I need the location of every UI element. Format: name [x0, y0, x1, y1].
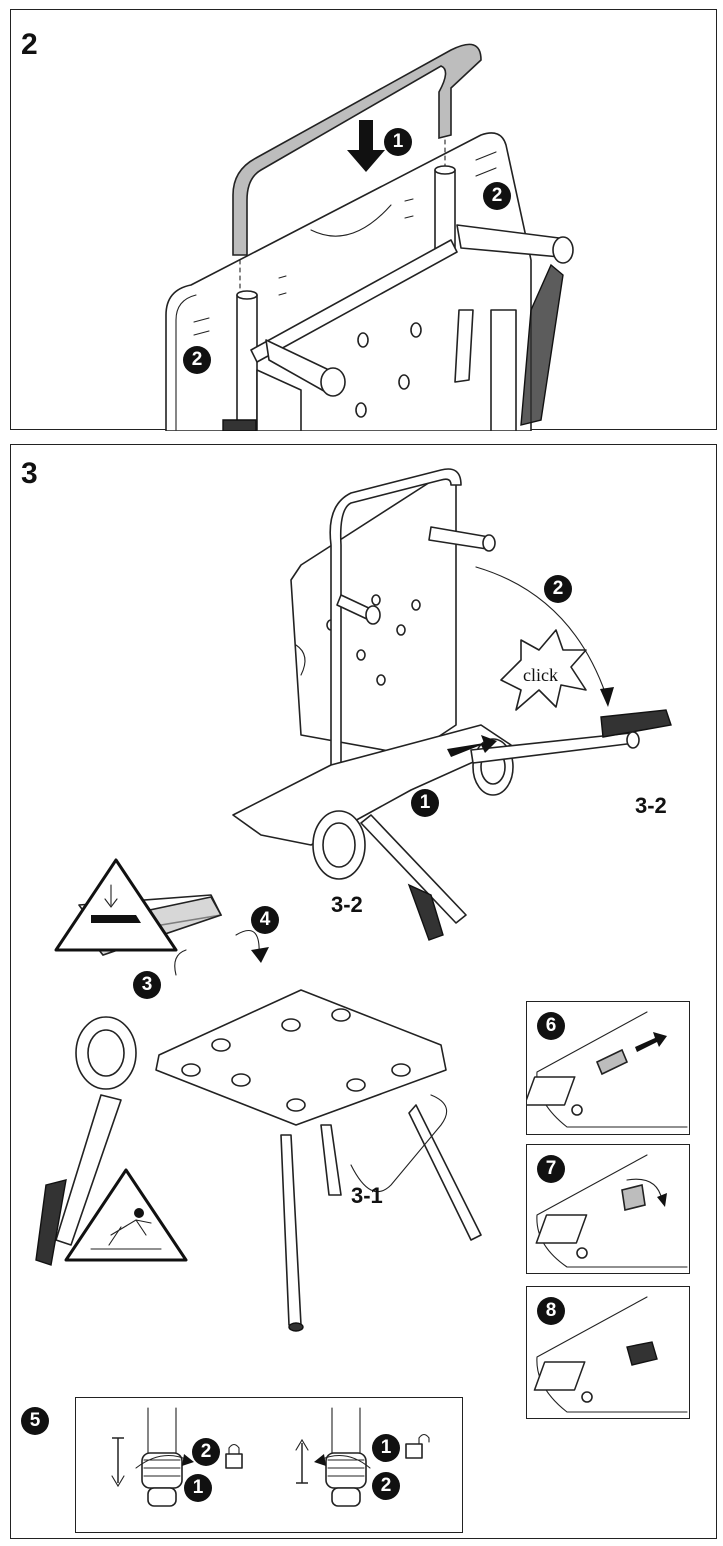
detail-box-6: 6 — [526, 1001, 690, 1135]
detail-box-8: 8 — [526, 1286, 690, 1419]
step-2-callout-2-right: 2 — [483, 182, 511, 210]
step-3-panel: 3 — [10, 444, 717, 1539]
lock-icon — [225, 1443, 243, 1469]
detail-8-illustration — [533, 1296, 688, 1413]
step-5-right-callout-1: 1 — [372, 1434, 400, 1462]
step-3-callout-3: 3 — [133, 971, 161, 999]
unlock-icon — [405, 1433, 430, 1459]
step-3-callout-2: 2 — [544, 575, 572, 603]
step-5-illustration — [111, 1407, 430, 1507]
step-2-callout-1: 1 — [384, 128, 412, 156]
step-5-number: 5 — [21, 1407, 49, 1435]
step-2-illustration — [165, 43, 574, 431]
step-3-callout-1: 1 — [411, 789, 439, 817]
trip-hazard-warning-icon — [64, 1168, 188, 1262]
step-3-number: 3 — [21, 457, 38, 490]
detail-6-illustration — [527, 1011, 688, 1128]
detail-box-7: 7 — [526, 1144, 690, 1274]
detail-7-number: 7 — [537, 1155, 565, 1183]
step-5-left-callout-1: 1 — [184, 1474, 212, 1502]
click-text: click — [523, 665, 558, 685]
detail-8-number: 8 — [537, 1297, 565, 1325]
part-label-3-2-left: 3-2 — [331, 892, 363, 917]
part-label-3-2-right: 3-2 — [635, 793, 667, 818]
step-2-panel: 2 — [10, 9, 717, 431]
step-5-left-callout-2: 2 — [192, 1438, 220, 1466]
step-5-box: 2 1 1 2 — [75, 1397, 463, 1533]
step-5-right-callout-2: 2 — [372, 1472, 400, 1500]
part-label-3-1: 3-1 — [351, 1183, 383, 1208]
hand-crush-warning-icon — [54, 858, 178, 952]
step-3-callout-4: 4 — [251, 906, 279, 934]
step-2-callout-2-left: 2 — [183, 346, 211, 374]
detail-6-number: 6 — [537, 1012, 565, 1040]
detail-7-illustration — [535, 1154, 688, 1268]
step-2-number: 2 — [21, 28, 38, 61]
step-3-illustration — [35, 468, 672, 1530]
